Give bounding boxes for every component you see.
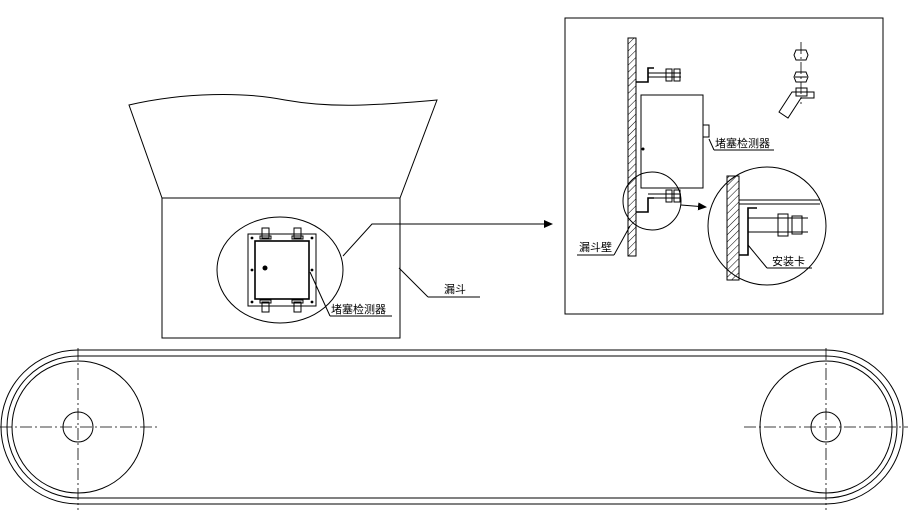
exploded-bolt-parts [778, 42, 815, 119]
left-pulley [0, 348, 160, 510]
hopper [128, 94, 438, 339]
bolt-hole [250, 268, 254, 272]
mounting-clip [291, 299, 304, 304]
bolt-hole [310, 268, 314, 272]
mounting-clip [261, 301, 270, 313]
mounting-clip [259, 235, 272, 240]
top-clamp [636, 67, 654, 83]
hopper-lower-section [161, 197, 401, 339]
detail-frame [564, 17, 884, 315]
mounting-clip [293, 301, 302, 313]
detector-side-cap [702, 124, 710, 138]
hopper-wall-label: 漏斗壁 [579, 240, 612, 254]
detector-indicator-dot [262, 265, 268, 271]
magnified-detail [707, 166, 827, 286]
detector-detail-label: 堵塞检测器 [715, 136, 770, 150]
detail-circle-small [622, 171, 682, 231]
detector-label: 堵塞检测器 [331, 302, 386, 316]
magnify-arrow [680, 202, 707, 211]
hopper-wall-section [627, 37, 637, 257]
detector-label-group: 堵塞检测器 [309, 271, 392, 317]
detector-side-dot [641, 147, 645, 151]
detail-view: 堵塞检测器 漏斗壁 安装卡 [564, 17, 884, 315]
bolt-hole [250, 300, 254, 304]
detector-body [254, 240, 310, 300]
hopper-upper-section [128, 94, 438, 199]
detector-side-body [640, 94, 704, 189]
bolt-hole [310, 236, 314, 240]
mounting-clip [291, 235, 304, 240]
detector-mounting-plate [247, 233, 317, 307]
right-pulley [744, 348, 908, 510]
mounting-clip [259, 299, 272, 304]
bolt-hole [310, 300, 314, 304]
bolt-hole [250, 236, 254, 240]
hopper-label-group: 漏斗 [398, 267, 480, 298]
mounting-clip [293, 227, 302, 239]
blockage-detector-front-view [216, 216, 344, 324]
detail-arrow [342, 220, 553, 257]
bottom-clamp [636, 197, 654, 213]
mounting-clip-label: 安装卡 [772, 254, 805, 268]
detail-callout-circle [216, 216, 344, 324]
mounting-clip [261, 227, 270, 239]
hopper-label: 漏斗 [444, 283, 466, 296]
conveyor-belt [0, 348, 908, 510]
